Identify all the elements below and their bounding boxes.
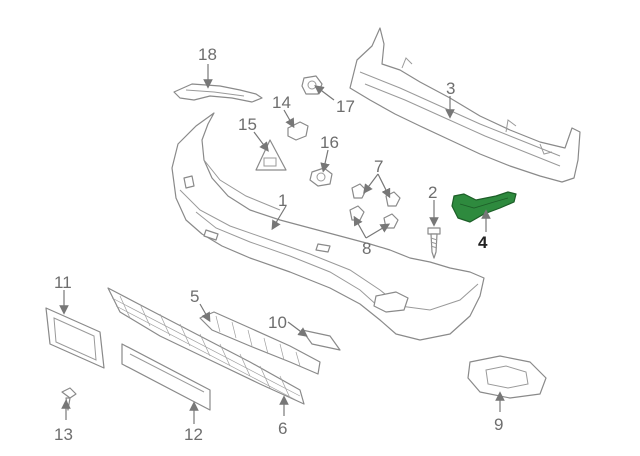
- upper-mounting-bracket: [173, 83, 263, 103]
- cover-7-left: [351, 183, 367, 199]
- callout-8: 8: [362, 239, 371, 258]
- callout-13: 13: [54, 425, 73, 444]
- sensor-14: [287, 121, 309, 141]
- cover-7-right: [385, 191, 401, 207]
- mesh-grille-6: [107, 287, 305, 405]
- clip-17: [301, 75, 323, 95]
- screw: [427, 227, 441, 259]
- lower-grille-12: [121, 343, 211, 411]
- callout-12: 12: [184, 425, 203, 444]
- callout-14: 14: [272, 93, 291, 112]
- cover-8-left: [349, 205, 365, 221]
- trim-strip-10: [301, 329, 341, 351]
- fog-lamp-bezel: [467, 355, 547, 399]
- sensor-16: [309, 167, 333, 187]
- callout-1: 1: [278, 191, 287, 210]
- callout-2: 2: [428, 183, 437, 202]
- callout-3: 3: [446, 79, 455, 98]
- callout-lines: [59, 64, 505, 424]
- bumper-cover: [171, 112, 485, 341]
- callout-4: 4: [478, 233, 488, 252]
- cover-8-right: [383, 213, 399, 229]
- license-plate-bracket: [45, 307, 105, 369]
- callout-5: 5: [190, 287, 199, 306]
- callout-15: 15: [238, 115, 257, 134]
- bumper-bracket-highlighted: [451, 191, 517, 223]
- callout-16: 16: [320, 133, 339, 152]
- tow-cover-15: [255, 139, 287, 171]
- callout-6: 6: [278, 419, 287, 438]
- reinforcement-bar: [349, 27, 581, 183]
- callout-9: 9: [494, 415, 503, 434]
- callout-10: 10: [268, 313, 287, 332]
- mesh-grille-5: [199, 311, 321, 375]
- callout-18: 18: [198, 45, 217, 64]
- callout-11: 11: [54, 273, 72, 292]
- callout-17: 17: [336, 97, 355, 116]
- callout-7: 7: [374, 157, 383, 176]
- bolt-13: [61, 387, 77, 411]
- callout-labels: 1 2 3 4 5 6 7 8 9 10 11 12 13 14 15 16 1…: [54, 45, 503, 444]
